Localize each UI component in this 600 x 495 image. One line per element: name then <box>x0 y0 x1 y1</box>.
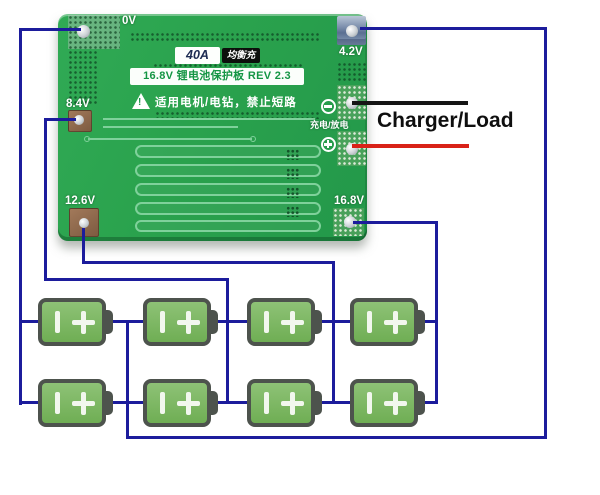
wire-row2-junction2-stub <box>212 401 252 404</box>
pcb-trace-bar <box>135 145 321 158</box>
battery-body <box>143 298 211 346</box>
trace-endpoint <box>250 136 256 142</box>
pcb-trace <box>103 118 315 120</box>
battery-minus-symbol <box>367 392 372 414</box>
battery-minus-symbol <box>55 311 60 333</box>
battery-cell-r1c2 <box>143 298 218 346</box>
battery-body <box>350 379 418 427</box>
pcb-trace-bar <box>135 164 321 177</box>
charger-negative-wire <box>352 101 468 105</box>
via-cluster <box>286 168 299 179</box>
charge-discharge-label: 充电/放电 <box>310 120 349 130</box>
battery-cell-r2c2 <box>143 379 218 427</box>
via-dot-strip <box>153 63 303 69</box>
wire-row2-cell4-plus-stub <box>420 401 438 404</box>
wire-row2-junction1-stub <box>108 401 148 404</box>
pad-pack-minus <box>77 25 90 38</box>
via-cluster <box>286 187 299 198</box>
pad-label-0v: 0V <box>122 15 137 27</box>
battery-minus-symbol <box>160 392 165 414</box>
battery-cell-r2c1 <box>38 379 113 427</box>
battery-body <box>38 298 106 346</box>
wire-junction3-vertical <box>332 261 335 404</box>
wire-8v4-horizontal <box>44 278 229 281</box>
battery-minus-symbol <box>55 392 60 414</box>
battery-plus-symbol <box>384 311 407 334</box>
battery-body <box>38 379 106 427</box>
charger-load-label: Charger/Load <box>377 109 514 132</box>
wire-0v-pad-stub <box>19 28 81 31</box>
wire-row1-junction3-stub <box>316 320 356 323</box>
wire-16v8-pad-stub <box>353 221 438 224</box>
wire-4v2-bottom-horizontal <box>126 436 547 439</box>
via-cluster <box>286 206 299 217</box>
wire-4v2-top-horizontal <box>360 27 547 30</box>
trace-endpoint <box>84 136 90 142</box>
battery-cell-r2c3 <box>247 379 322 427</box>
pad-label-8v4: 8.4V <box>66 98 90 110</box>
amp-rating-badge: 40A <box>175 47 220 64</box>
battery-cell-r1c4 <box>350 298 425 346</box>
via-cluster <box>286 149 299 160</box>
board-title: 16.8V 锂电池保护板 REV 2.3 <box>130 68 304 85</box>
via-dot-field <box>337 62 366 82</box>
wire-12v6-horizontal <box>82 261 335 264</box>
battery-plus-symbol <box>72 311 95 334</box>
wire-row1-junction1-stub <box>108 320 148 323</box>
battery-body <box>247 379 315 427</box>
battery-body <box>247 298 315 346</box>
via-dot-field <box>68 50 98 106</box>
battery-minus-symbol <box>367 311 372 333</box>
wire-12v6-pad-stub <box>82 228 85 264</box>
pcb-trace-bar <box>135 220 321 232</box>
pcb-trace <box>88 138 252 140</box>
wire-row2-junction3-stub <box>316 401 356 404</box>
pcb-trace <box>103 126 238 128</box>
minus-circle-icon <box>321 99 336 114</box>
battery-minus-symbol <box>160 311 165 333</box>
battery-cell-r1c1 <box>38 298 113 346</box>
wire-row2-cell1-minus-stub <box>19 401 41 404</box>
battery-plus-symbol <box>281 311 304 334</box>
wire-16v8-vertical <box>435 221 438 404</box>
balance-charge-badge: 均衡充 <box>222 48 260 63</box>
wire-row1-cell4-plus-stub <box>420 320 438 323</box>
battery-plus-symbol <box>177 311 200 334</box>
battery-body <box>143 379 211 427</box>
bms-board: 0V 4.2V 40A 均衡充 16.8V 锂电池保护板 REV 2.3 ! 适… <box>58 14 367 241</box>
plus-circle-icon <box>321 137 336 152</box>
pad-label-16v8: 16.8V <box>334 195 365 207</box>
battery-body <box>350 298 418 346</box>
charger-positive-wire <box>352 144 469 148</box>
battery-plus-symbol <box>384 392 407 415</box>
via-dot-field <box>68 15 120 49</box>
wire-4v2-right-vertical <box>544 27 547 439</box>
wire-8v4-vertical <box>44 118 47 281</box>
wire-row1-junction2-stub <box>212 320 252 323</box>
pcb-trace-bar <box>135 183 321 196</box>
battery-plus-symbol <box>281 392 304 415</box>
wire-0v-left-vertical <box>19 28 22 405</box>
battery-cell-r2c4 <box>350 379 425 427</box>
wire-8v4-pad-stub <box>44 118 76 121</box>
wire-junction1-vertical <box>126 320 129 439</box>
pad-label-4v2: 4.2V <box>339 46 363 58</box>
pad-cell1-core <box>346 25 358 37</box>
battery-plus-symbol <box>177 392 200 415</box>
battery-cell-r1c3 <box>247 298 322 346</box>
via-dot-strip <box>155 111 319 119</box>
pad-cell3-core <box>79 218 89 228</box>
warning-icon: ! <box>132 93 150 109</box>
battery-minus-symbol <box>264 392 269 414</box>
battery-plus-symbol <box>72 392 95 415</box>
battery-minus-symbol <box>264 311 269 333</box>
pcb-trace-bar <box>135 202 321 215</box>
pad-pack-plus-core <box>344 216 356 228</box>
wire-row1-cell1-minus-stub <box>19 320 41 323</box>
wire-junction2-vertical <box>226 278 229 404</box>
pad-label-12v6: 12.6V <box>65 195 96 207</box>
warning-text: 适用电机/电钻，禁止短路 <box>155 97 297 109</box>
pad-cell2-core <box>74 115 84 125</box>
via-dot-strip <box>130 32 320 43</box>
